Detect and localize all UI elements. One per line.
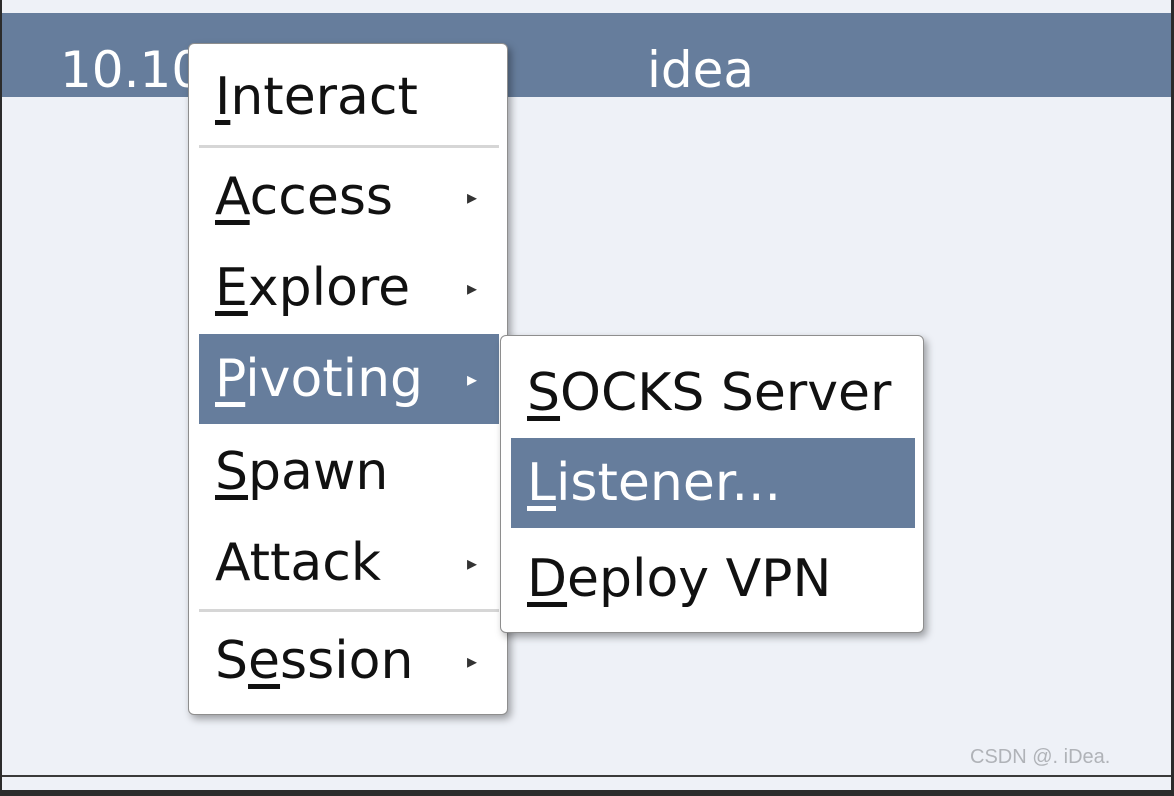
- label-rest: nteract: [230, 67, 418, 127]
- label-rest: istener...: [555, 453, 782, 513]
- menu-item-session[interactable]: Session ▸: [199, 616, 499, 706]
- label-rest: eploy VPN: [567, 549, 832, 609]
- mnemonic-letter: I: [215, 67, 231, 127]
- context-menu: Interact Access ▸ Explore ▸ Pivoting ▸ S…: [188, 43, 508, 715]
- submenu-arrow-icon: ▸: [466, 185, 477, 209]
- menu-item-spawn[interactable]: Spawn: [199, 427, 499, 517]
- pivoting-submenu: SOCKS Server Listener... Deploy VPN: [500, 335, 924, 633]
- table-bottom-area: [2, 777, 1171, 790]
- table-bottom-border: [2, 775, 1171, 777]
- mnemonic-letter: S: [215, 442, 249, 502]
- menu-item-label: Pivoting: [215, 334, 423, 424]
- menu-item-pivoting[interactable]: Pivoting ▸: [199, 334, 499, 424]
- menu-item-label: Access: [215, 152, 393, 242]
- submenu-item-socks-server[interactable]: SOCKS Server: [511, 348, 915, 438]
- menu-item-label: Interact: [215, 52, 418, 142]
- menu-item-label: Explore: [215, 243, 410, 333]
- label-rest: pawn: [248, 442, 389, 502]
- label-rest: ccess: [249, 167, 394, 227]
- table-row-selected[interactable]: 10.10.10.80 idea: [2, 13, 1171, 99]
- mnemonic-letter: A: [215, 167, 250, 227]
- submenu-item-label: Listener...: [527, 438, 781, 528]
- submenu-item-label: Deploy VPN: [527, 534, 831, 624]
- mnemonic-letter: e: [248, 631, 281, 691]
- submenu-item-deploy-vpn[interactable]: Deploy VPN: [511, 534, 915, 624]
- mnemonic-letter: S: [527, 363, 561, 423]
- menu-item-label: Session: [215, 616, 413, 706]
- mnemonic-letter: L: [527, 453, 556, 513]
- submenu-arrow-icon: ▸: [466, 367, 477, 391]
- menu-item-access[interactable]: Access ▸: [199, 152, 499, 242]
- label-rest: xplore: [247, 258, 411, 318]
- submenu-arrow-icon: ▸: [466, 551, 477, 575]
- submenu-item-listener[interactable]: Listener...: [511, 438, 915, 528]
- menu-item-label: Spawn: [215, 427, 388, 517]
- label-rest: OCKS Server: [560, 363, 892, 423]
- submenu-arrow-icon: ▸: [466, 276, 477, 300]
- label-rest: ssion: [280, 631, 414, 691]
- submenu-arrow-icon: ▸: [466, 649, 477, 673]
- table-top-strip: [2, 0, 1171, 12]
- menu-item-interact[interactable]: Interact: [199, 52, 499, 142]
- menu-separator: [199, 609, 499, 612]
- label-rest: ivoting: [245, 349, 424, 409]
- menu-item-attack[interactable]: Attack ▸: [199, 518, 499, 608]
- mnemonic-letter: D: [527, 549, 568, 609]
- menu-separator: [199, 145, 499, 148]
- mnemonic-letter: P: [215, 349, 246, 409]
- menu-item-explore[interactable]: Explore ▸: [199, 243, 499, 333]
- submenu-item-label: SOCKS Server: [527, 348, 891, 438]
- label-pre: S: [215, 631, 249, 691]
- menu-item-label: Attack: [215, 533, 382, 593]
- mnemonic-letter: E: [215, 258, 248, 318]
- watermark: CSDN @. iDea.: [970, 746, 1111, 768]
- cell-user: idea: [647, 41, 755, 99]
